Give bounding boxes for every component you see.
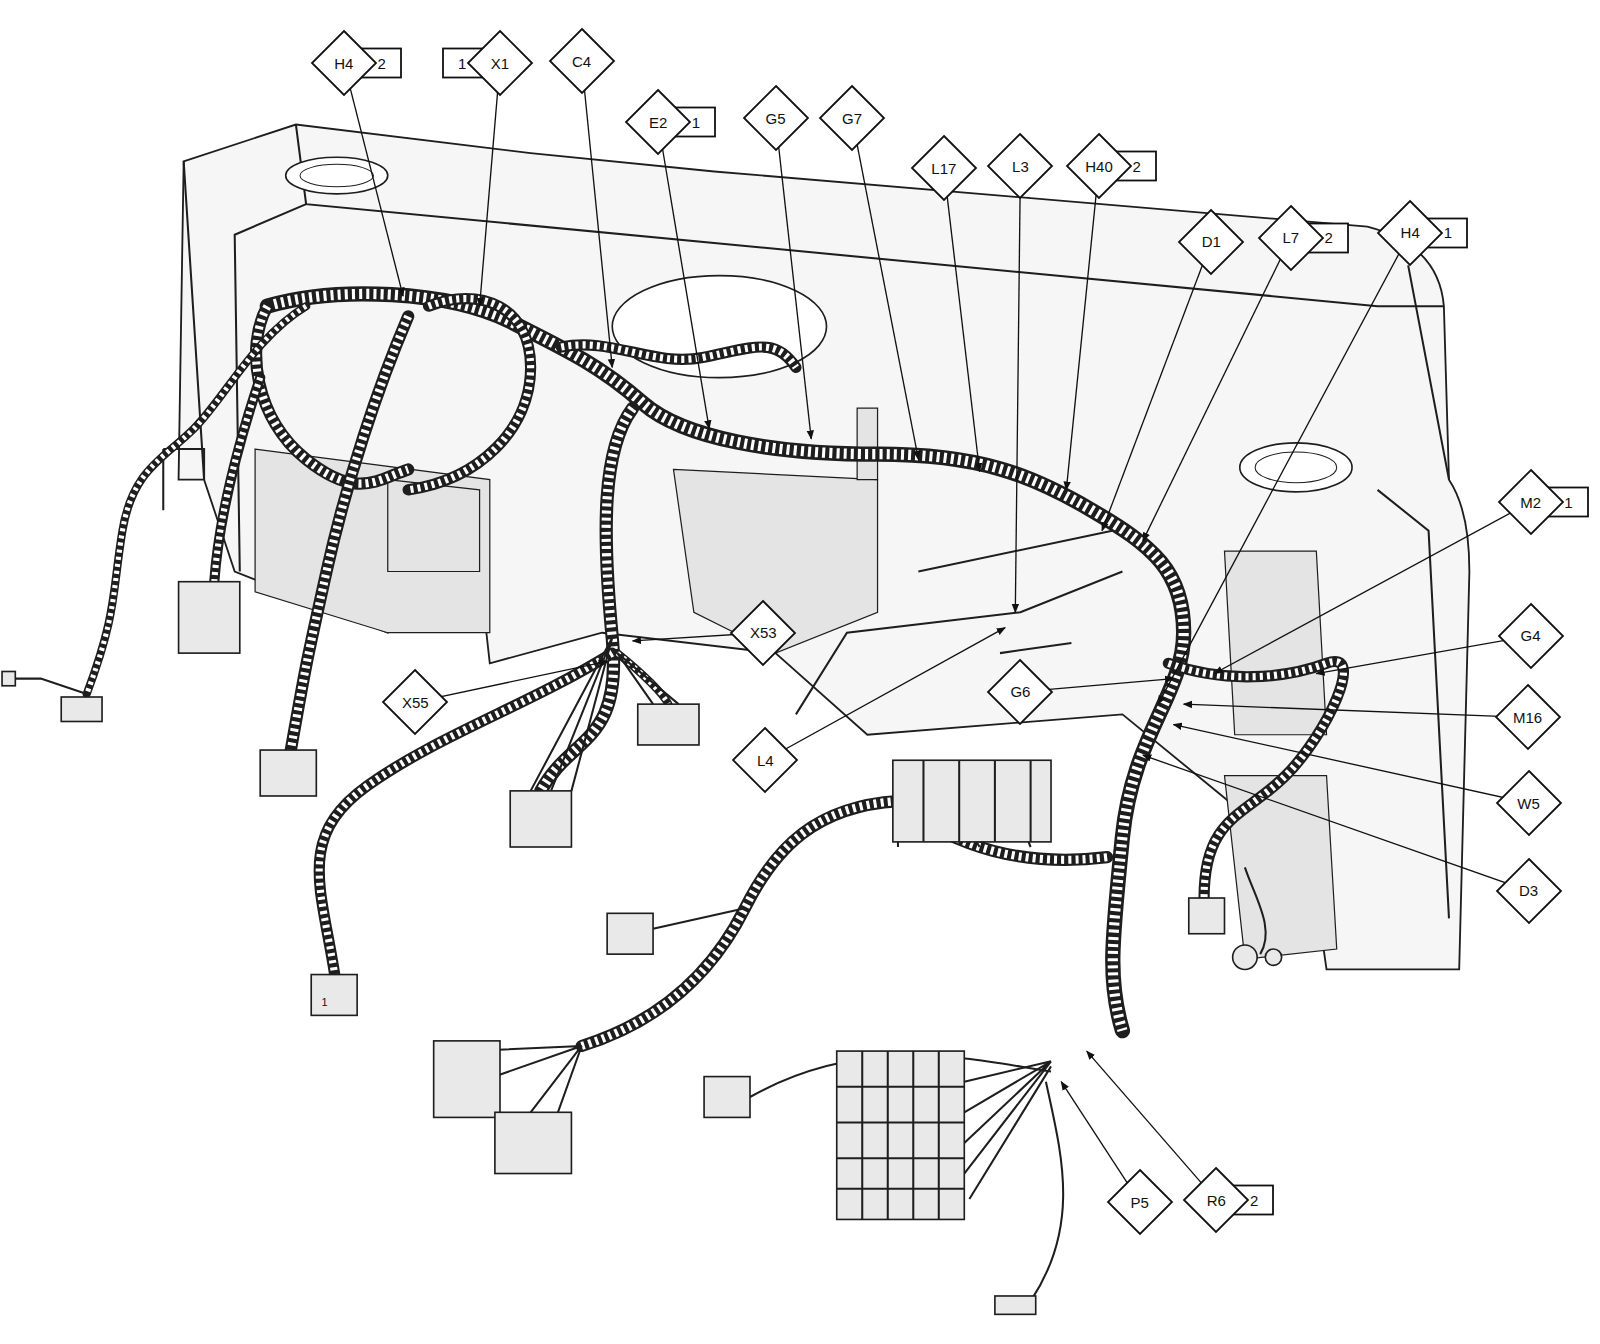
callout-diamond [1497,771,1561,835]
callout-code: R6 [1207,1193,1226,1208]
callout-tag: P5 [1107,1169,1173,1235]
callout-tag: D3 [1496,858,1562,924]
callout-number: X1 [491,56,509,71]
callout-code: G7 [842,111,862,126]
callout-diamond [988,134,1052,198]
callout-diamond [1067,134,1131,198]
callout-code: H4 [1401,225,1420,240]
callout-number: 1 [1564,495,1572,510]
callout-diamond [1259,206,1323,270]
callout-tag: L4 [732,727,798,793]
callout-diamond-outline [311,30,401,96]
callout-diamond [731,601,795,665]
callout-code: L4 [757,753,774,768]
callout-tag: L7 2 [1258,205,1348,271]
callout-tag: G7 [819,85,885,151]
callout-diamond [1184,1168,1248,1232]
callout-number: 2 [1133,159,1141,174]
callout-diamond [744,86,808,150]
callout-diamond-outline [1498,469,1588,535]
callout-code: L17 [931,161,956,176]
callout-diamond [1499,470,1563,534]
callout-number: 2 [1250,1193,1258,1208]
callout-tag: L3 [987,133,1053,199]
callout-diamond [988,660,1052,724]
callout-diamond-outline [443,30,533,96]
callout-code: D3 [1519,883,1538,898]
callout-diamond [1378,201,1442,265]
callout-tag: G5 [743,85,809,151]
callout-diamond [550,29,614,93]
callout-diamond [312,31,376,95]
callout-diamond-outline [1258,205,1348,271]
callout-diamond [468,31,532,95]
callout-code: L7 [1282,230,1299,245]
callout-number: 2 [377,56,385,71]
callout-diamond [1499,604,1563,668]
callout-diamond [820,86,884,150]
callout-tag: H4 1 [1377,200,1467,266]
callout-tag: E2 1 [625,89,715,155]
callout-number: 1 [692,115,700,130]
callout-code: E2 [649,115,667,130]
callout-code: M16 [1513,710,1542,725]
callout-code: H40 [1085,159,1113,174]
callout-diamond [1497,859,1561,923]
callout-diamond [733,728,797,792]
callout-diamond [1496,685,1560,749]
callout-code: P5 [1131,1195,1149,1210]
callout-code: H4 [334,56,353,71]
callout-tag: C4 [549,28,615,94]
callout-tag: R6 2 [1183,1167,1273,1233]
callout-code: M2 [1520,495,1541,510]
callout-code: C4 [572,54,591,69]
callout-tag: H40 2 [1066,133,1156,199]
callout-diamond-outline [625,89,715,155]
callout-number: 1 [1444,225,1452,240]
callout-tag: G6 [987,659,1053,725]
callout-code: G5 [765,111,785,126]
callout-code: D1 [1202,234,1221,249]
callout-tag: X53 [730,600,796,666]
callout-diamond-outline [1377,200,1467,266]
callout-tag: G4 [1498,603,1564,669]
callout-diamond [383,670,447,734]
callout-code: 1 [458,56,466,71]
callout-diamond-outline [1183,1167,1273,1233]
callout-code: X55 [402,695,429,710]
callout-code: G6 [1010,684,1030,699]
callout-diamond [1179,210,1243,274]
callout-tag: M2 1 [1498,469,1588,535]
callout-tag: H4 2 [311,30,401,96]
callout-code: X53 [750,625,777,640]
callout-code: L3 [1012,159,1029,174]
callout-diamond [912,136,976,200]
callout-tag: X55 [382,669,448,735]
callout-diamond [1108,1170,1172,1234]
callout-code: W5 [1517,796,1540,811]
callout-number: 2 [1324,230,1332,245]
callout-code: G4 [1521,628,1541,643]
callout-diamond [626,90,690,154]
pin-number: 1 [321,997,327,1008]
callout-tag: M16 [1495,684,1561,750]
callout-tag: W5 [1496,770,1562,836]
callout-tag: L17 [911,135,977,201]
callout-tag: D1 [1178,209,1244,275]
callout-tag: 1 X1 [443,30,533,96]
